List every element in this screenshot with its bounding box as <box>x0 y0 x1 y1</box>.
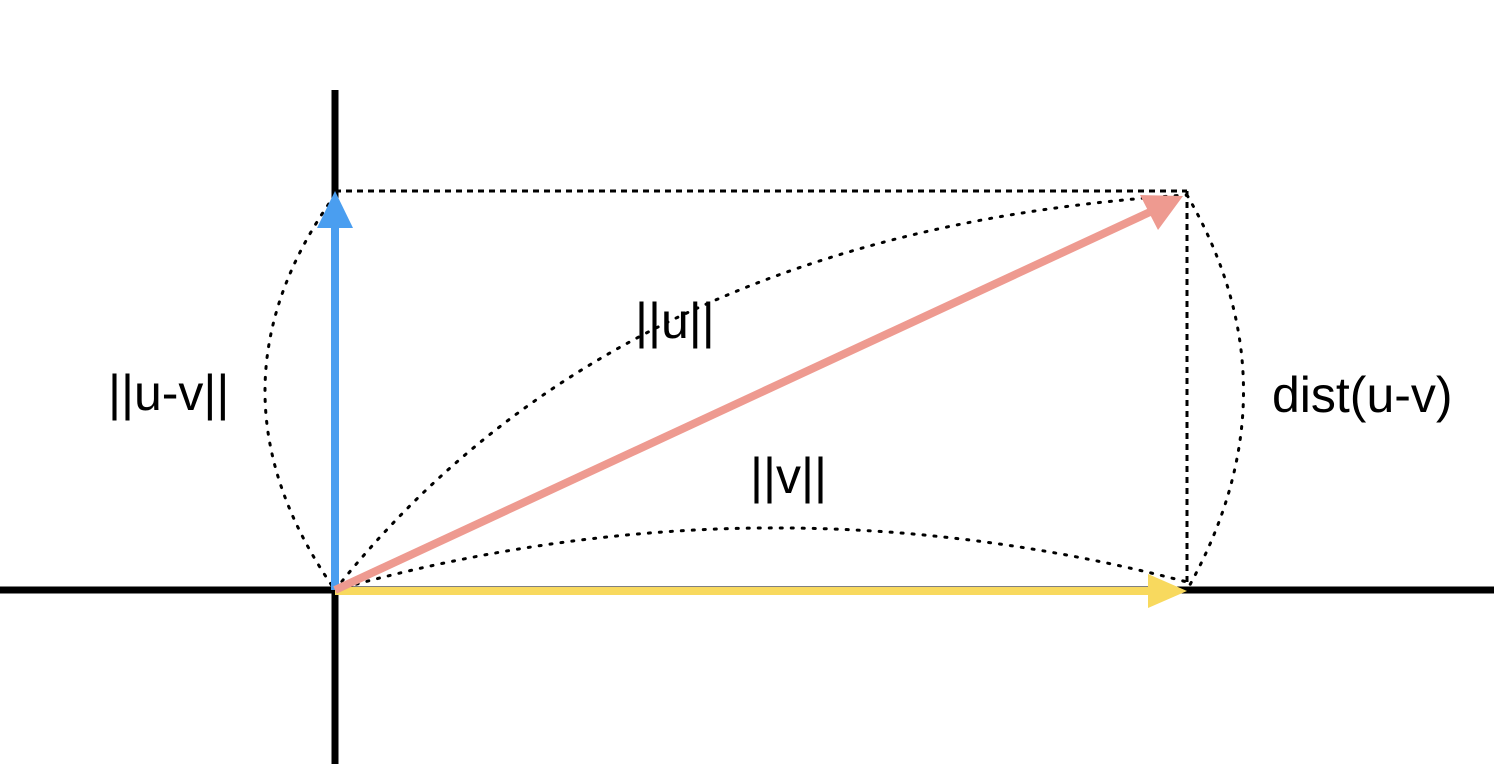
diagonal-arrow-icon <box>1140 195 1183 230</box>
vector-u-arrow <box>333 195 1183 594</box>
u-norm-arc <box>333 193 1189 592</box>
u-minus-v-norm-arc <box>263 193 337 592</box>
vertical-arrow-icon <box>317 191 353 228</box>
vector-v-arrow <box>335 574 1187 608</box>
u-minus-v-norm-label: ||u-v|| <box>108 365 229 421</box>
distance-arc <box>1185 193 1245 592</box>
v-norm-arc <box>333 526 1189 592</box>
u-norm-label: ||u|| <box>635 293 715 349</box>
vector-u-minus-v-arrow <box>317 191 353 590</box>
v-norm-label: ||v|| <box>750 448 827 504</box>
distance-label: dist(u-v) <box>1272 367 1453 423</box>
horizontal-arrow-icon <box>1148 574 1187 608</box>
